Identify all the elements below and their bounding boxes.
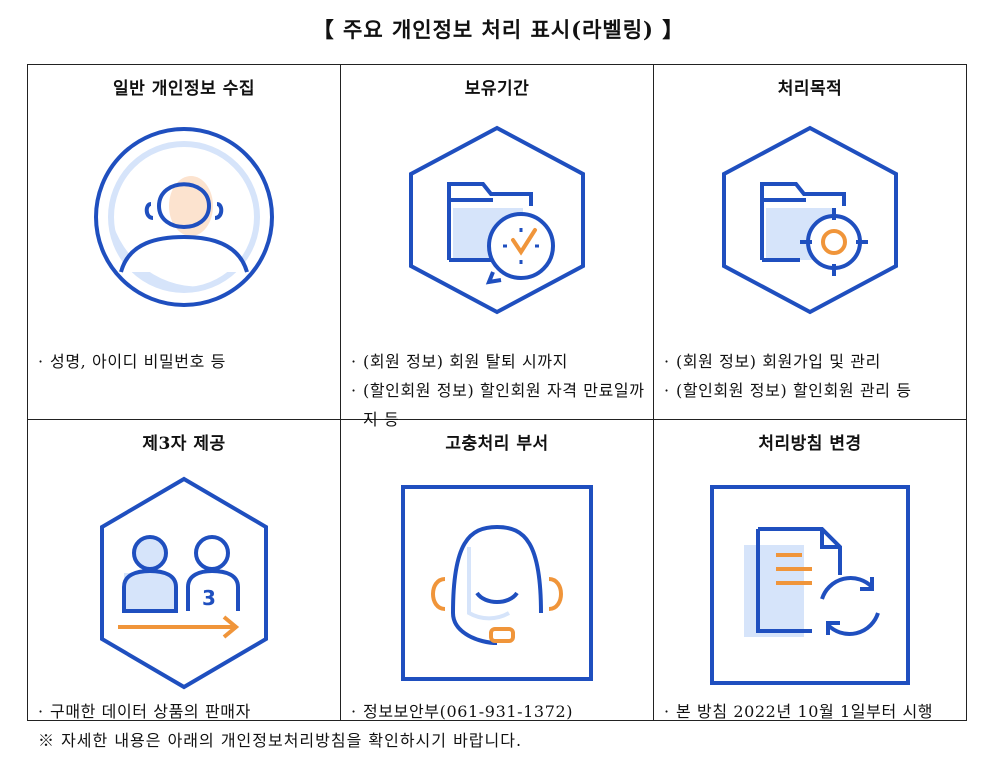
folder-target-icon (710, 122, 910, 322)
cell-general-collection: 일반 개인정보 수집 ·성명, 아이디 비밀번호 등 (27, 64, 341, 420)
cell-title: 보유기간 (464, 79, 530, 99)
footnote: ※ 자세한 내용은 아래의 개인정보처리방침을 확인하시기 바랍니다. (38, 731, 523, 750)
cell-third-party-provision: 제3자 제공 3 ·구매한 데이터 상품의 판매자 (27, 419, 341, 721)
list-item: ·(회원 정보) 회원 탈퇴 시까지 (351, 352, 568, 371)
list-item: ·(할인회원 정보) 할인회원 관리 등 (664, 381, 912, 400)
cell-title: 처리목적 (777, 79, 843, 99)
cell-title: 고충처리 부서 (445, 434, 549, 454)
third-party-transfer-icon: 3 (94, 475, 274, 695)
page-title: 【 주요 개인정보 처리 표시(라벨링) 】 (312, 17, 685, 42)
description-list: ·본 방침 2022년 10월 1일부터 시행 (664, 697, 960, 726)
description-list: ·정보보안부(061-931-1372) (351, 697, 647, 726)
list-item: ·(회원 정보) 회원가입 및 관리 (664, 352, 881, 371)
cell-policy-change: 처리방침 변경 ·본 (653, 419, 967, 721)
list-item: ·구매한 데이터 상품의 판매자 (38, 702, 251, 721)
description-list: ·(회원 정보) 회원 탈퇴 시까지 ·(할인회원 정보) 할인회원 자격 만료… (351, 347, 647, 434)
list-item: ·본 방침 2022년 10월 1일부터 시행 (664, 702, 934, 721)
jersey-number: 3 (202, 586, 216, 610)
description-list: ·구매한 데이터 상품의 판매자 (38, 697, 334, 726)
document-refresh-icon (708, 483, 912, 691)
user-profile-icon (89, 122, 279, 316)
cell-complaint-department: 고충처리 부서 ·정보보안부(061-931-1372) (340, 419, 654, 721)
list-item: ·정보보안부(061-931-1372) (351, 702, 574, 721)
description-list: ·(회원 정보) 회원가입 및 관리 ·(할인회원 정보) 할인회원 관리 등 (664, 347, 960, 405)
headset-support-icon (399, 483, 595, 687)
cell-title: 일반 개인정보 수집 (113, 79, 255, 99)
cell-processing-purpose: 처리목적 ·(회원 정보) 회원가입 및 관리 ·(할 (653, 64, 967, 420)
cell-title: 제3자 제공 (142, 434, 226, 454)
cell-title: 처리방침 변경 (758, 434, 862, 454)
description-list: ·성명, 아이디 비밀번호 등 (38, 347, 334, 376)
folder-clock-icon (397, 122, 597, 322)
labeling-grid: 일반 개인정보 수집 ·성명, 아이디 비밀번호 등 (27, 64, 967, 721)
list-item: ·성명, 아이디 비밀번호 등 (38, 352, 226, 371)
cell-retention-period: 보유기간 ·(회원 정보) 회원 탈퇴 시까지 (340, 64, 654, 429)
